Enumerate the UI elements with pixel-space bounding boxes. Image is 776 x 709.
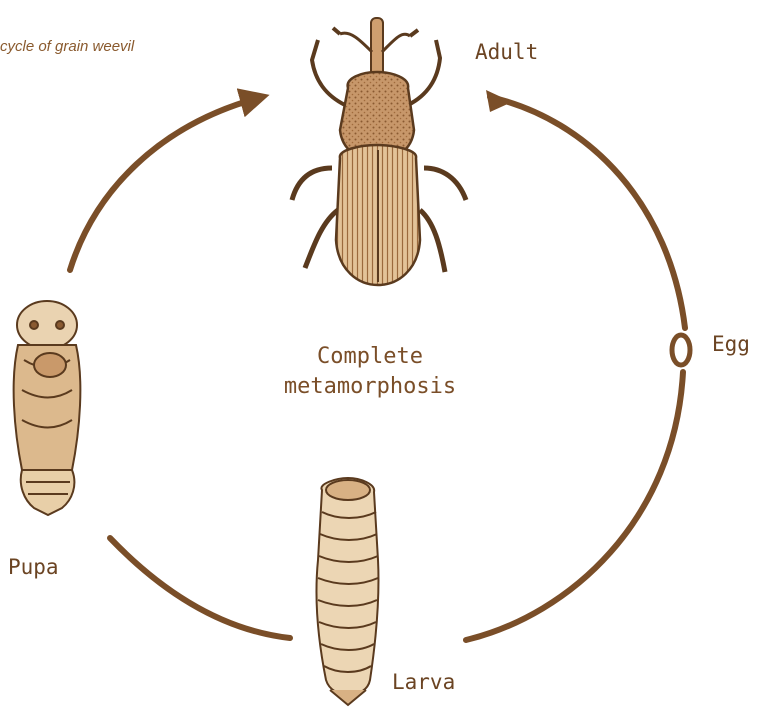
arrow-pupa-to-adult [70,98,258,270]
center-title-line1: Complete [240,342,500,372]
center-title: Complete metamorphosis [240,342,500,402]
stage-label-adult: Adult [475,40,538,64]
arrow-egg-to-larva [466,372,683,640]
center-title-line2: metamorphosis [240,372,500,402]
larva-icon [316,478,378,705]
stage-label-egg: Egg [712,332,750,356]
stage-label-pupa: Pupa [8,555,59,579]
arrow-larva-to-pupa [110,538,290,638]
arrow-adult-to-egg-head [486,90,512,112]
stage-label-larva: Larva [392,670,455,694]
pupa-icon [14,301,81,515]
arrow-adult-to-egg [490,97,685,328]
weevil-adult-icon [292,18,466,285]
egg-icon [672,335,690,365]
